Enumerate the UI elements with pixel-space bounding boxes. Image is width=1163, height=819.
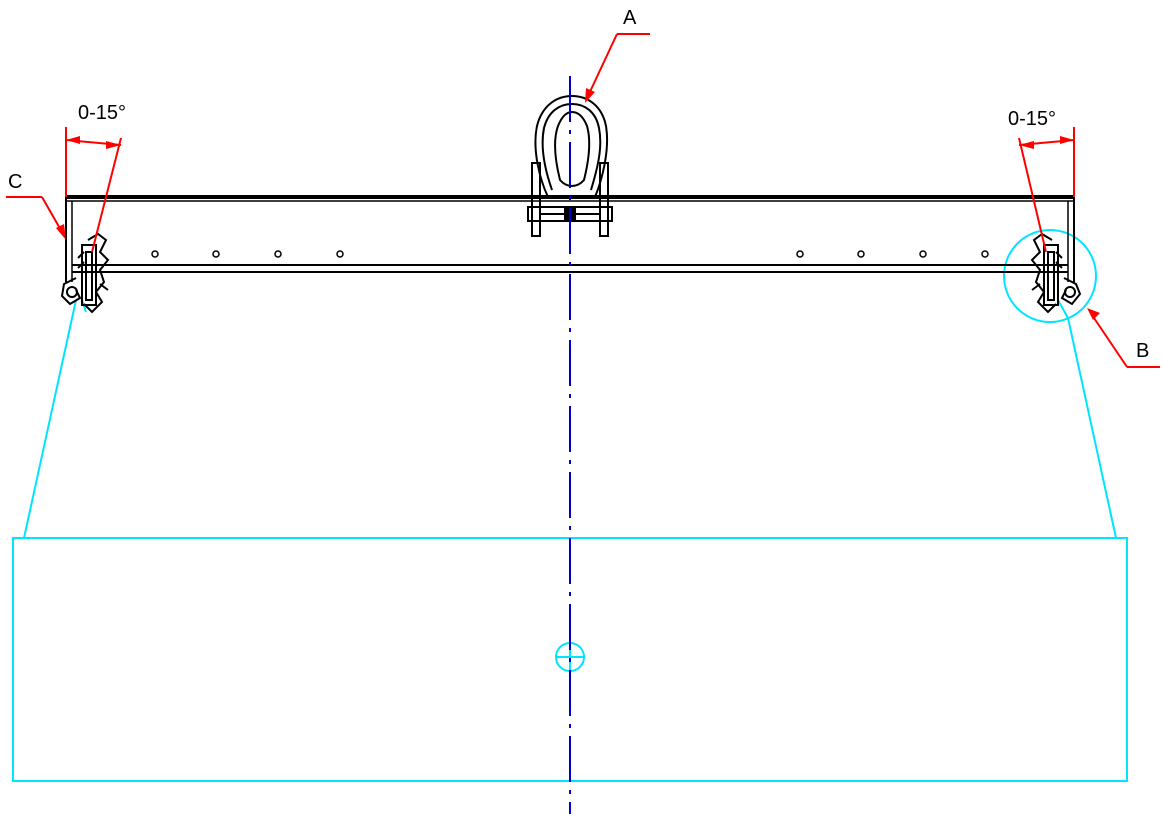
angle-left-arrow-2 [106,141,121,149]
hole-3 [274,250,282,258]
right-hook-jaw [1030,232,1057,314]
load-link-left-outer [23,299,77,539]
left-hook-jaw [83,232,110,314]
right-hook-assembly [1030,232,1082,314]
left-hook-latch [60,277,82,306]
shackle-bow-outer [534,94,609,198]
hole-4 [336,250,344,258]
leader-a-line [587,33,618,97]
label-angle-left: 0-15° [78,102,126,124]
load-link-right-inner [1057,299,1069,319]
left-hook-plate [81,244,97,306]
annotations [6,33,1160,368]
left-hook-pivot [66,286,78,298]
leader-a-arrowhead [585,88,595,103]
right-hook-detail [1031,251,1063,291]
right-hook-latch [1060,277,1082,306]
label-angle-right: 0-15° [1008,108,1056,130]
hole-7 [919,250,927,258]
leader-c-arrowhead [56,224,66,240]
hole-8 [981,250,989,258]
shackle-side-left [531,162,541,237]
right-hook-plate [1043,244,1059,306]
detail-circle-b [1003,229,1097,323]
left-hook-detail [77,251,109,291]
label-c: C [8,171,22,193]
shackle-bow-mid [541,102,602,191]
leader-b-line [1091,314,1128,368]
label-b: B [1136,340,1149,362]
left-hook-assembly [60,232,110,314]
label-a: A [623,7,637,29]
leader-c-line [41,196,63,233]
shackle-side-right [599,162,609,237]
hole-2 [212,250,220,258]
angle-right-arrow-2 [1019,141,1034,149]
leader-b-arrowhead [1087,308,1100,320]
shackle-eye-inner [554,110,591,187]
angle-left-ext-slant [91,137,122,253]
hole-6 [857,250,865,258]
angle-right-ext-slant [1018,137,1047,253]
right-hook-pivot [1064,286,1076,298]
left-hook-plate-inner [85,251,93,301]
hole-1 [151,250,159,258]
angle-left-arrow-1 [66,136,80,144]
hole-5 [796,250,804,258]
right-hook-plate-inner [1047,251,1055,301]
load-link-right-outer [1067,317,1117,539]
angle-right-arrow-1 [1060,136,1074,144]
adjustment-holes [151,250,989,258]
